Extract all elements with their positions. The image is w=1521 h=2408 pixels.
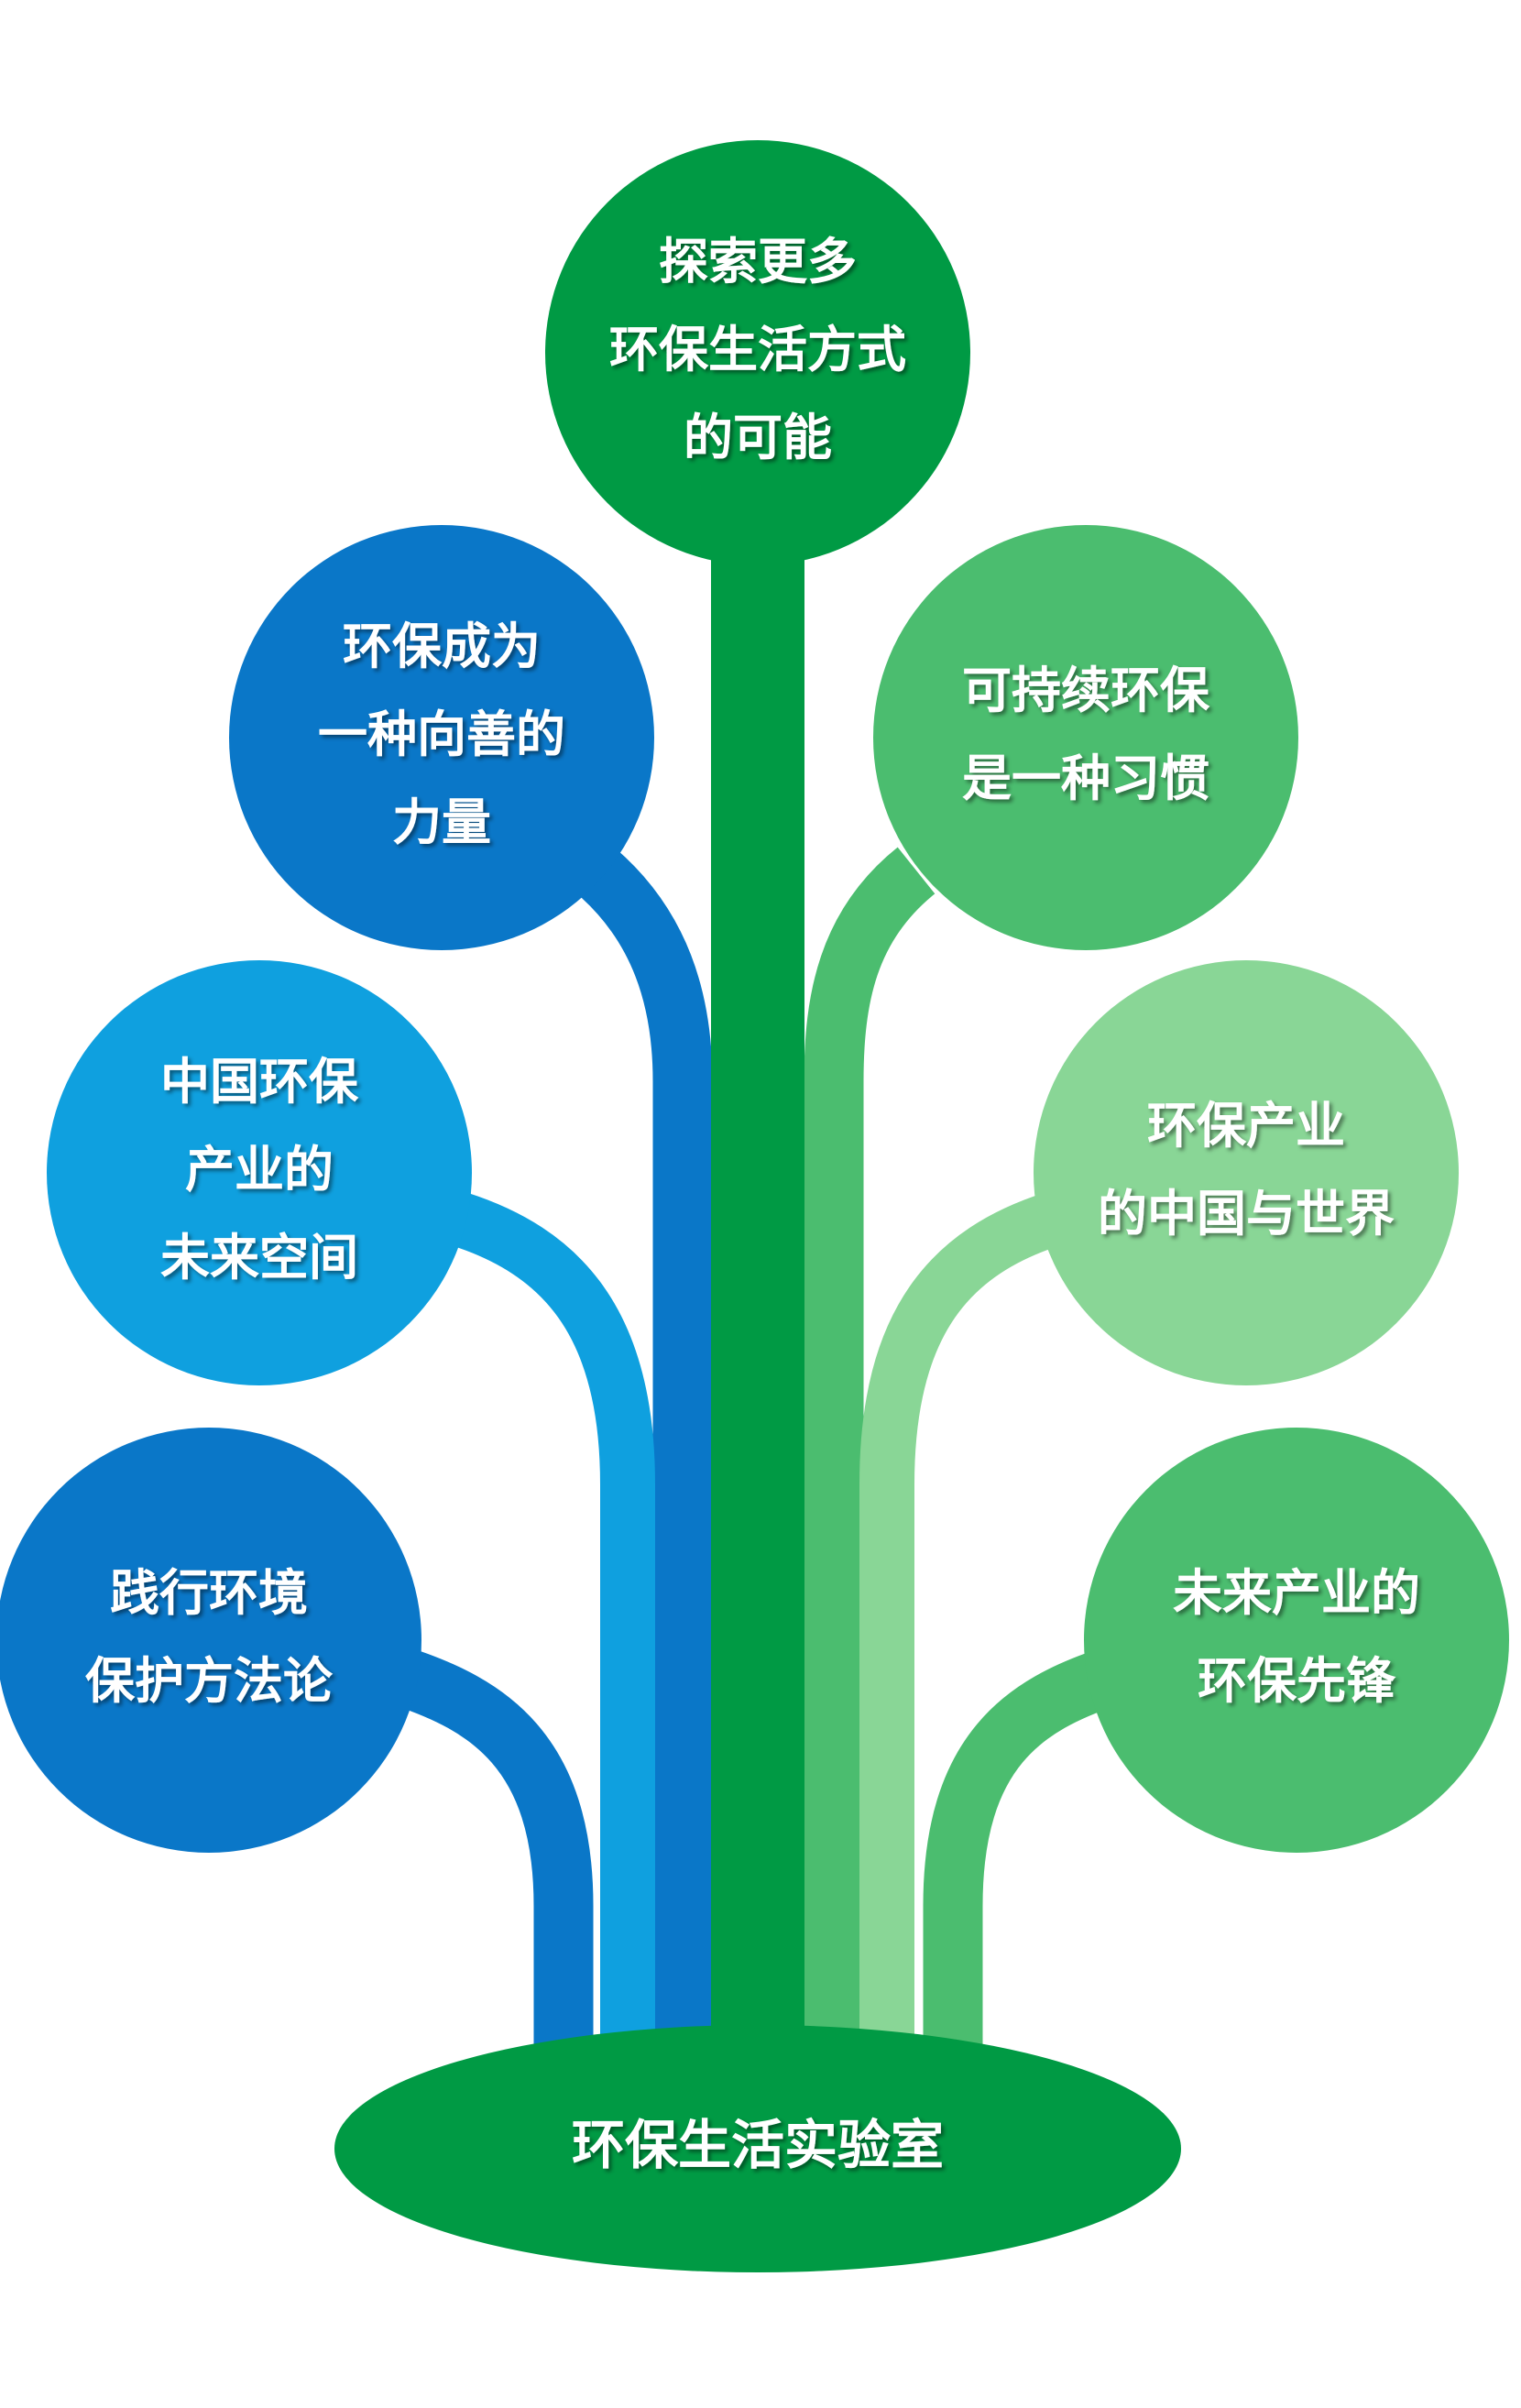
top-node: 探索更多环保生活方式的可能 [545,140,970,565]
node-label-line: 未来空间 [160,1229,358,1286]
node-label-line: 中国环保 [160,1053,359,1111]
left-node-1-circle [229,525,654,950]
node-label-line: 保护方法论 [85,1652,334,1710]
branch-left-2 [449,1192,655,2080]
node-label-line: 的中国与世界 [1098,1185,1395,1242]
node-label-line: 环保成为 [343,618,541,675]
node-label-line: 力量 [392,794,491,851]
branch-right-1 [804,847,936,2080]
right-node-1: 可持续环保是一种习惯 [873,525,1298,950]
root-node: 环保生活实验室 [334,2025,1181,2272]
node-label-line: 的可能 [684,409,832,466]
right-node-3: 未来产业的环保先锋 [1084,1428,1509,1853]
left-node-1: 环保成为一种向善的力量 [229,525,654,950]
left-node-2-label: 中国环保产业的未来空间 [160,1053,359,1286]
branch-left-1 [575,848,713,2080]
left-node-1-label: 环保成为一种向善的力量 [318,618,565,851]
node-label-line: 是一种习惯 [962,750,1209,807]
root-ellipse [334,2025,1181,2272]
branch-left-3 [393,1648,594,2080]
left-node-2-circle [47,960,472,1385]
right-node-3-label: 未来产业的环保先锋 [1173,1564,1420,1710]
left-node-3: 践行环境保护方法论 [0,1428,421,1853]
trunk [711,513,804,2089]
root-label: 环保生活实验室 [572,2114,944,2176]
branch-right-3 [923,1648,1119,2080]
right-node-2-label: 环保产业的中国与世界 [1098,1097,1395,1242]
node-label-line: 探索更多 [659,233,857,290]
top-node-label: 探索更多环保生活方式的可能 [609,233,906,466]
left-node-3-label: 践行环境保护方法论 [85,1564,334,1710]
right-node-1-label: 可持续环保是一种习惯 [962,662,1210,807]
right-node-2-circle [1034,960,1459,1385]
node-label-line: 环保先锋 [1198,1652,1396,1710]
top-node-circle [545,140,970,565]
node-label-line: 可持续环保 [962,662,1210,719]
branch-right-2 [859,1192,1063,2080]
left-node-3-circle [0,1428,421,1853]
right-node-2: 环保产业的中国与世界 [1034,960,1459,1385]
left-node-2: 中国环保产业的未来空间 [47,960,472,1385]
right-node-3-circle [1084,1428,1509,1853]
node-label-line: 践行环境 [110,1564,308,1622]
branch-paths [393,513,1119,2089]
node-label-line: 环保生活方式 [609,321,906,378]
node-label-line: 未来产业的 [1173,1564,1420,1622]
right-node-1-circle [873,525,1298,950]
node-label-line: 环保产业 [1147,1097,1345,1155]
node-label-line: 产业的 [185,1141,334,1199]
node-label-line: 一种向善的 [318,706,565,763]
